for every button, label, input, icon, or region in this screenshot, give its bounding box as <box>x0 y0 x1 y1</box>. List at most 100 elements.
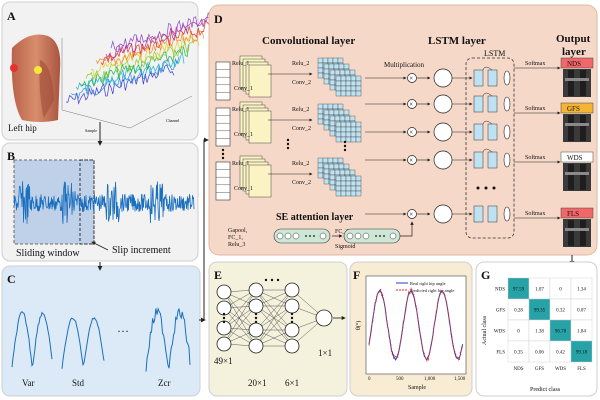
conv2-cell <box>317 113 324 120</box>
ann-top-dot <box>264 278 268 282</box>
conv2-cell <box>340 175 347 182</box>
heatmap-cell-value: 0 <box>559 288 562 293</box>
output-class-label: WDS <box>567 154 583 162</box>
output-layer-title-2: layer <box>562 46 586 58</box>
relu2-label: Relu_2 <box>292 61 309 67</box>
conv2-cell <box>317 57 324 64</box>
conv2-cell <box>323 78 330 85</box>
se-neuron <box>284 232 292 240</box>
conv2-cell <box>323 109 330 116</box>
gait-photo-leg <box>580 115 586 141</box>
conv2-cell <box>329 169 336 176</box>
conv2-cell <box>345 121 352 128</box>
feature-zcr-curve <box>145 306 191 372</box>
conv2-cell <box>329 184 336 191</box>
ann-size-hidden1: 20×1 <box>248 378 267 388</box>
ann-connection <box>223 291 257 331</box>
conv2-cell <box>350 121 357 128</box>
panel-e: E 49×1 20×1 6×1 1×1 <box>208 261 348 397</box>
row-ellipsis-dot <box>343 140 347 144</box>
se-ellipsis-dot <box>375 235 377 237</box>
body-figure <box>10 34 61 122</box>
conv2-cell <box>340 90 347 97</box>
panel-b: B Sliding window Slip increment <box>1 142 199 262</box>
heatmap-cell-value: 97.59 <box>513 288 525 293</box>
row-ellipsis-dot <box>286 146 290 150</box>
ann-size-output: 1×1 <box>318 348 332 358</box>
lstm-cell-b <box>487 205 498 223</box>
ann-connection <box>223 289 257 329</box>
conv2-cell <box>329 120 336 127</box>
row-ellipsis-dot <box>286 138 290 142</box>
lstm-cell-b <box>487 69 498 87</box>
conv2-cell <box>323 173 330 180</box>
panel-a-xlabel: Sample <box>85 128 97 133</box>
conv2-cell <box>335 131 342 138</box>
conv2-cell <box>328 109 335 116</box>
ann-top-dot <box>270 278 274 282</box>
conv2-cell <box>355 80 362 87</box>
se-neuron <box>319 232 327 240</box>
conv2-cell <box>335 75 342 82</box>
lstm-input-node <box>433 122 453 142</box>
lstm-recurrent-arrow <box>482 120 493 125</box>
row-ellipsis-dot <box>286 142 290 146</box>
conv2-cell <box>338 63 345 70</box>
conv2-cell <box>355 85 362 92</box>
output-class-label: GFS <box>567 105 580 113</box>
conv2-cell <box>329 84 336 91</box>
f-xtick-2: 1,000 <box>424 377 436 382</box>
output-class-banner <box>560 151 594 163</box>
ann-ellipsis-dot <box>254 320 258 324</box>
ann-ellipsis-dot <box>290 316 294 320</box>
multiply-symbol: × <box>409 129 413 137</box>
conv2-cell <box>350 180 357 187</box>
lstm-cell-a <box>473 151 484 169</box>
lstm-recurrent-arrow <box>482 148 493 153</box>
lstm-cell-b <box>487 151 498 169</box>
output-class-banner <box>560 102 594 114</box>
conv2-cell <box>334 169 341 176</box>
ann-neuron <box>284 322 300 338</box>
conv2-cell <box>335 126 342 133</box>
conv2-cell <box>317 118 324 125</box>
input-block <box>215 61 231 101</box>
lstm-ellipsis-dot <box>492 186 496 190</box>
panel-f: F Real right hip angle Predicted right h… <box>349 261 473 397</box>
conv2-cell <box>355 131 362 138</box>
panel-d: D Convolutional layer LSTM layer LSTM Ou… <box>208 4 598 256</box>
lstm-recurrent-arrow <box>482 92 493 97</box>
sliding-window-label: Sliding window <box>16 248 80 259</box>
ann-neuron <box>248 322 264 338</box>
conv2-cell <box>317 167 324 174</box>
heatmap-cell-value: 0.07 <box>577 309 586 314</box>
conv2-label: Conv_2 <box>292 126 311 132</box>
conv2-cell <box>345 131 352 138</box>
conv2-cell <box>317 172 324 179</box>
ann-ellipsis-dot <box>222 316 226 320</box>
feature-std-curve <box>61 317 105 369</box>
ann-size-hidden2: 6×1 <box>285 378 299 388</box>
conv1-featuremap <box>248 164 272 198</box>
panel-b-letter: B <box>7 149 15 163</box>
conv2-cell <box>333 109 340 116</box>
feature-ellipsis: … <box>117 321 129 335</box>
conv2-cell <box>355 121 362 128</box>
ann-neuron <box>284 338 300 354</box>
conv2-cell <box>345 180 352 187</box>
relu2-label: Relu_2 <box>292 107 309 113</box>
conv2-cell <box>340 75 347 82</box>
heatmap-cell-value: 1.84 <box>577 330 586 335</box>
multiply-node <box>407 155 417 165</box>
conv2-cell <box>335 175 342 182</box>
lstm-ellipsis-dot <box>484 186 488 190</box>
input-block <box>215 161 231 201</box>
f-xtick-0: 0 <box>368 377 371 382</box>
panel-g-letter: G <box>481 268 490 282</box>
ann-connection <box>223 305 257 345</box>
conv2-cell <box>332 57 339 64</box>
se-layer-title: SE attention layer <box>276 212 354 223</box>
conv2-cell <box>317 67 324 74</box>
